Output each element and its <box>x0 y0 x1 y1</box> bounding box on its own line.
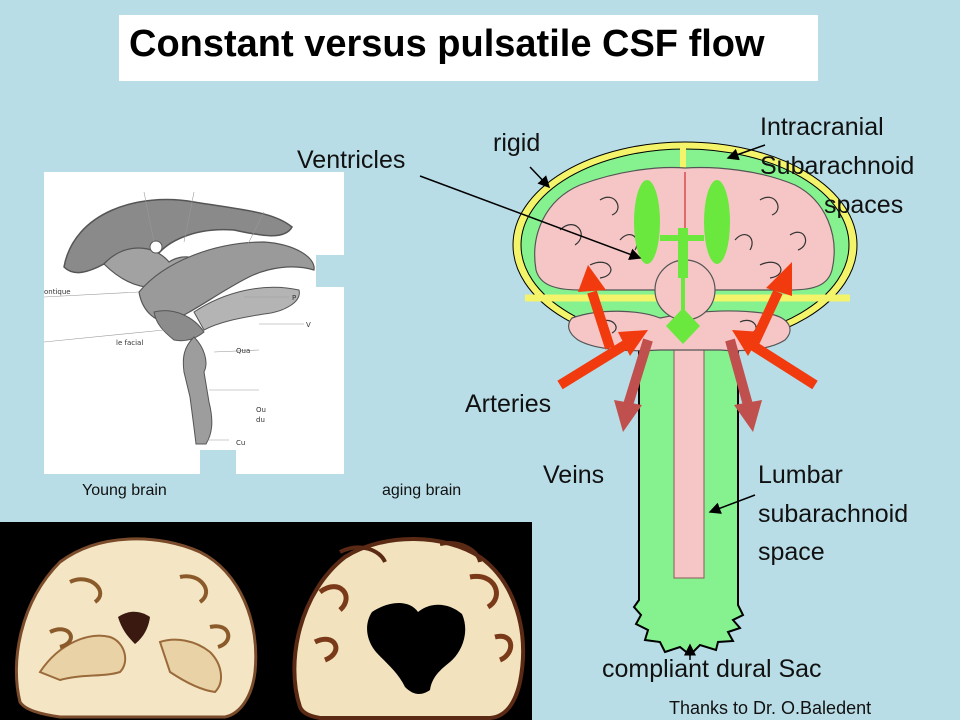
ventricle-sketch: ontique le facial Qua Cu Ou du P V <box>44 191 315 447</box>
sketch-label-e: Ou <box>256 406 266 414</box>
slide-title: Constant versus pulsatile CSF flow <box>129 23 765 65</box>
sketch-label-g: P <box>292 294 296 302</box>
brainstem <box>654 259 716 321</box>
brain-photos <box>0 522 532 720</box>
lumbar-label-line3: space <box>758 538 825 566</box>
ventricles-label: Ventricles <box>297 146 406 174</box>
fourth-ventricle <box>666 308 700 344</box>
cerebellum <box>568 310 791 352</box>
veins-label: Veins <box>543 461 605 489</box>
aging-brain-caption: aging brain <box>382 482 462 499</box>
lumbar-label-line1: Lumbar <box>758 461 843 489</box>
vein-arrows <box>614 338 762 432</box>
sketch-notch-bottom <box>200 450 236 474</box>
sketch-label-c: Qua <box>236 347 250 355</box>
third-ventricle <box>678 228 688 278</box>
intracranial-label-line2: Subarachnoid <box>760 152 915 180</box>
sketch-notch <box>316 255 344 287</box>
dural-sac-label: compliant dural Sac <box>602 655 822 683</box>
young-brain-caption: Young brain <box>82 482 167 499</box>
intracranial-label-line1: Intracranial <box>760 113 884 141</box>
sketch-label-f: du <box>256 416 265 424</box>
artery-arrows <box>557 262 818 390</box>
credit-text: Thanks to Dr. O.Baledent <box>669 698 872 718</box>
arteries-label: Arteries <box>465 390 552 418</box>
sketch-label-d: Cu <box>236 439 245 447</box>
lumbar-label-line2: subarachnoid <box>758 500 909 528</box>
intracranial-label-line3: spaces <box>824 191 904 219</box>
lumbar-dural-sac <box>632 324 745 657</box>
spinal-cord <box>673 324 705 579</box>
sketch-label-b: le facial <box>116 339 143 347</box>
title-box: Constant versus pulsatile CSF flow <box>119 15 818 81</box>
cerebrum <box>534 166 835 291</box>
lateral-ventricle-left <box>634 180 660 264</box>
sketch-label-a: ontique <box>44 288 71 296</box>
sketch-label-h: V <box>306 321 311 329</box>
ventricle-sketch-panel: ontique le facial Qua Cu Ou du P V <box>44 172 344 474</box>
lateral-ventricle-right <box>704 180 730 264</box>
brain-photos-svg <box>0 522 532 720</box>
rigid-label: rigid <box>493 129 541 157</box>
